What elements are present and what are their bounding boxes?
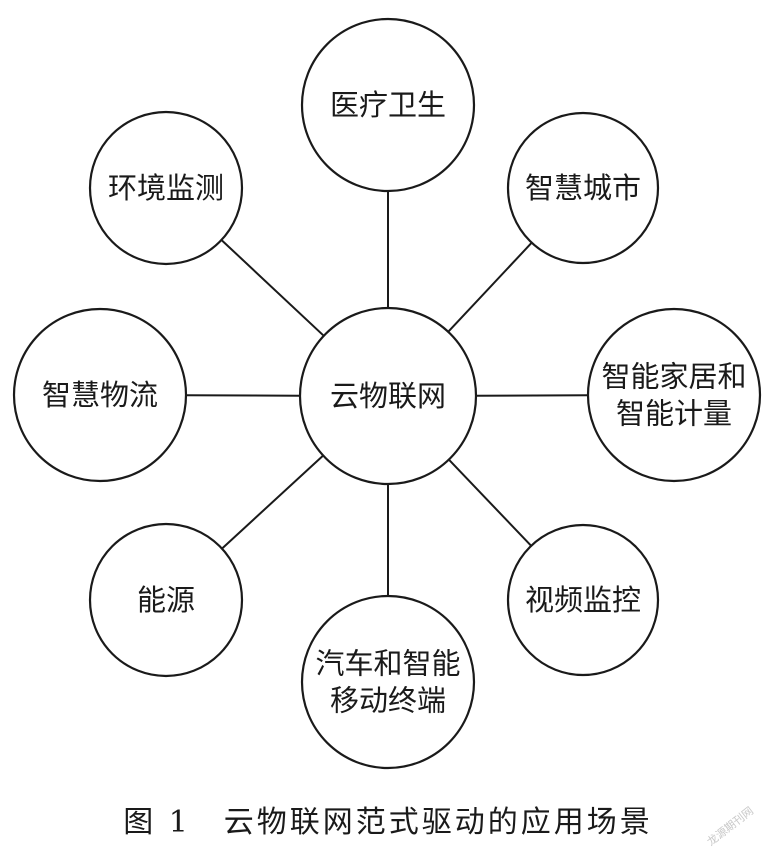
energy-label-line-1: 能源 xyxy=(137,583,195,617)
center-circle xyxy=(298,306,478,486)
logistics-circle xyxy=(12,307,188,483)
medical-label-line-1: 医疗卫生 xyxy=(330,88,446,122)
edge-center-video xyxy=(448,458,532,547)
environment-circle xyxy=(88,110,244,266)
smart-home-label-line-1: 智能家居和 xyxy=(601,360,746,394)
edge-center-environment xyxy=(220,239,325,337)
node-energy: 能源 xyxy=(88,522,244,678)
vehicle-label-line-2: 移动终端 xyxy=(330,684,446,718)
video-circle xyxy=(506,523,660,677)
node-environment: 环境监测 xyxy=(88,110,244,266)
edge-center-energy xyxy=(221,454,324,550)
energy-circle xyxy=(88,522,244,678)
edges-group xyxy=(185,191,589,596)
center-node: 云物联网 xyxy=(298,306,478,486)
medical-circle xyxy=(300,17,476,193)
video-label-line-1: 视频监控 xyxy=(525,583,641,617)
vehicle-circle xyxy=(300,594,476,770)
figure-caption: 图 1 云物联网范式驱动的应用场景 xyxy=(123,805,653,840)
node-logistics: 智慧物流 xyxy=(12,307,188,483)
center-label-line-1: 云物联网 xyxy=(330,379,446,413)
smart-home-label-line-2: 智能计量 xyxy=(616,397,732,431)
edge-center-smart-city xyxy=(447,242,533,333)
node-video: 视频监控 xyxy=(506,523,660,677)
node-medical: 医疗卫生 xyxy=(300,17,476,193)
environment-label-line-1: 环境监测 xyxy=(108,171,224,205)
vehicle-label-line-1: 汽车和智能 xyxy=(315,647,460,681)
smart-city-label-line-1: 智慧城市 xyxy=(525,171,641,205)
smart-city-circle xyxy=(506,111,660,265)
watermark-text: 龙源期刊网 xyxy=(704,804,756,849)
nodes-group: 医疗卫生智慧城市智能家居和智能计量视频监控汽车和智能移动终端能源智慧物流环境监测… xyxy=(12,17,762,770)
smart-home-circle xyxy=(586,307,762,483)
node-smart-city: 智慧城市 xyxy=(506,111,660,265)
logistics-label-line-1: 智慧物流 xyxy=(42,378,158,412)
